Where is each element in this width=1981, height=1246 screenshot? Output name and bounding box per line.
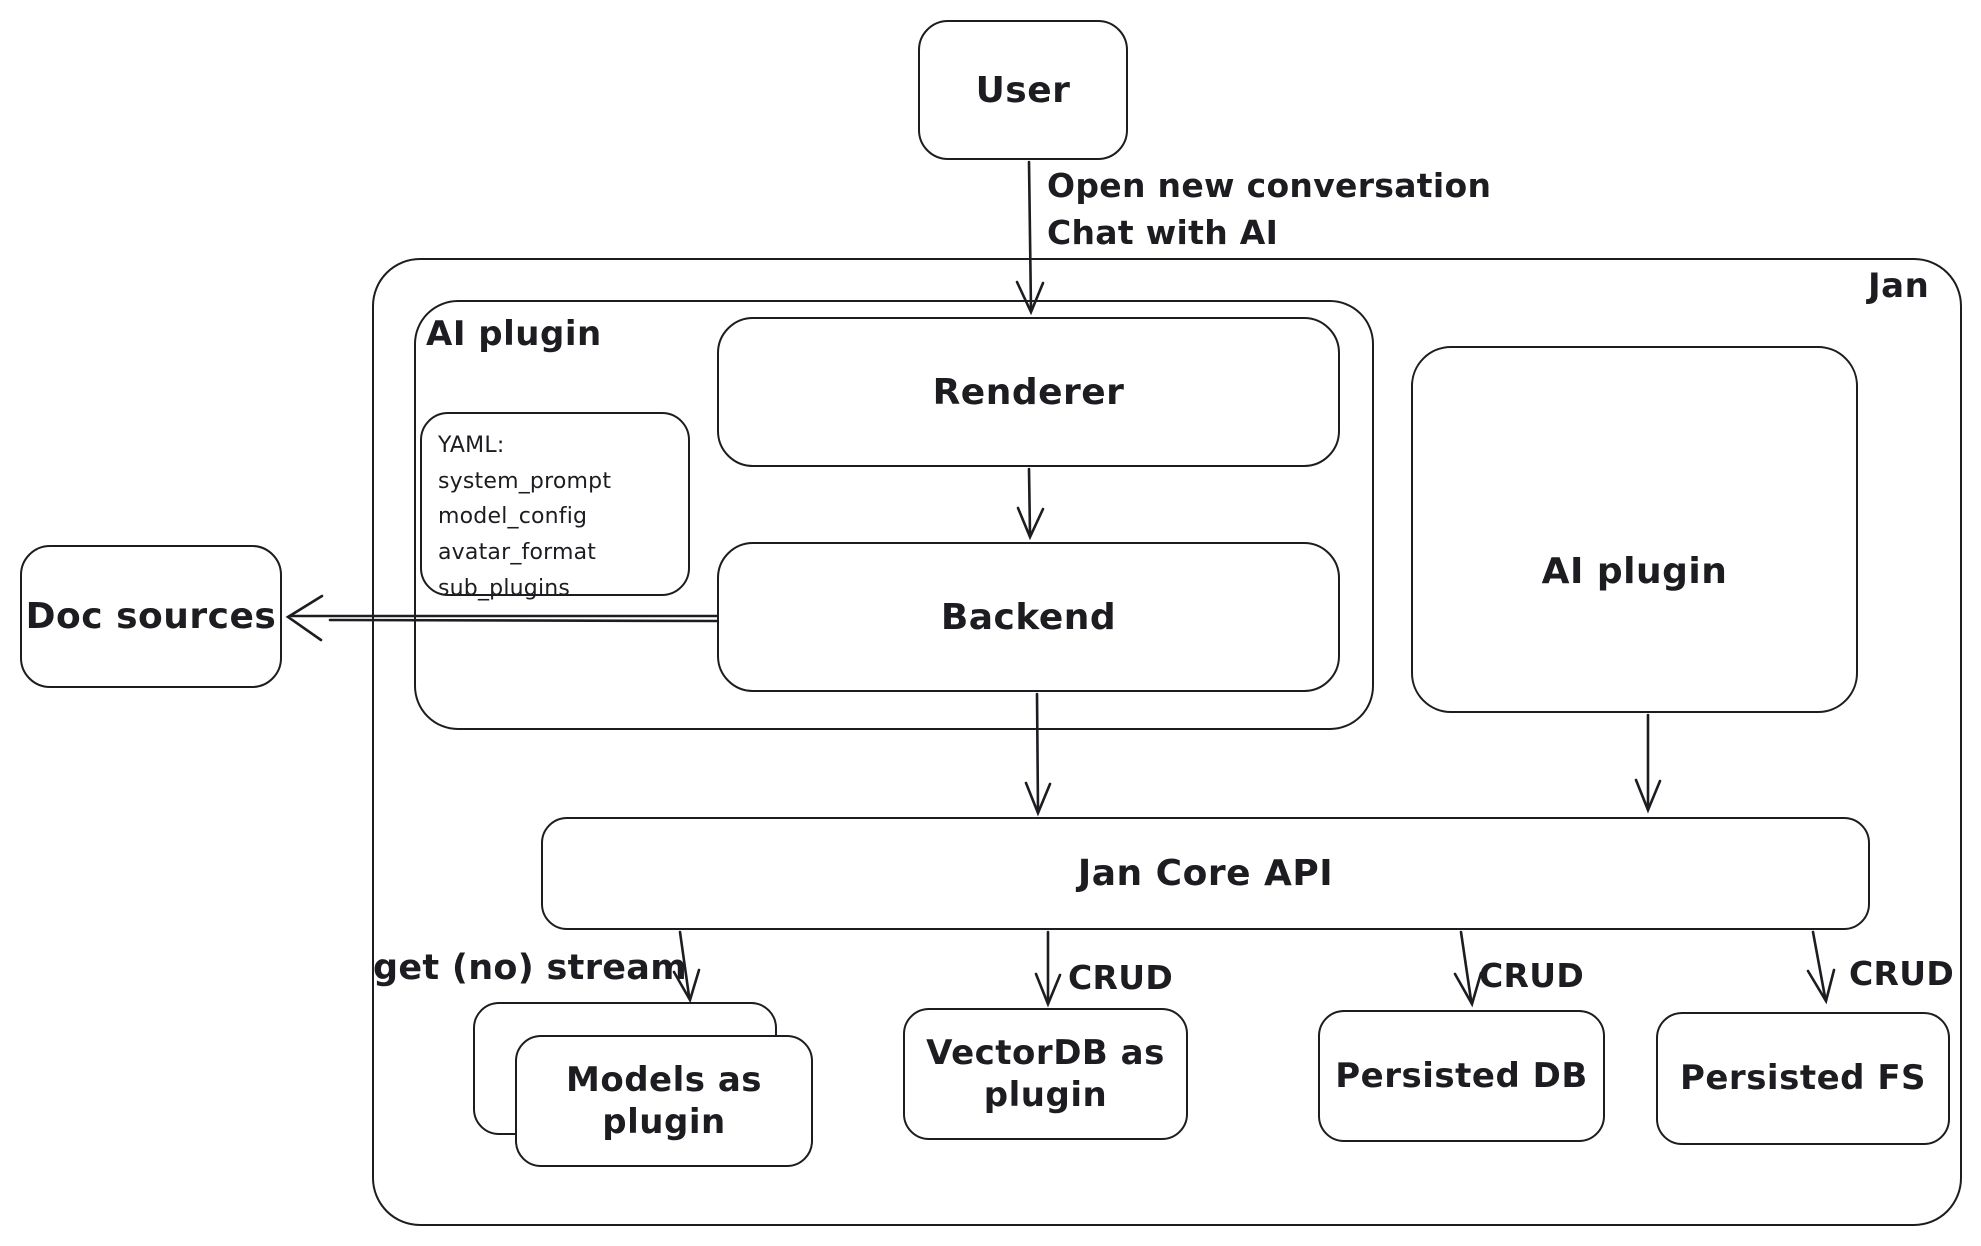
- yaml-note-text: YAML: system_prompt model_config avatar_…: [438, 428, 611, 606]
- jan-core-api-box: Jan Core API: [541, 817, 1870, 930]
- renderer-box: Renderer: [717, 317, 1340, 467]
- user-box: User: [918, 20, 1128, 160]
- yaml-line: sub_plugins: [438, 575, 571, 601]
- edge-label-open-conversation: Open new conversation Chat with AI: [1047, 166, 1491, 252]
- doc-sources-label: Doc sources: [25, 596, 277, 637]
- yaml-line: model_config: [438, 504, 588, 530]
- yaml-line: YAML:: [438, 433, 505, 458]
- user-label: User: [975, 69, 1071, 111]
- yaml-line: system_prompt: [438, 468, 612, 494]
- yaml-note-box: YAML: system_prompt model_config avatar_…: [420, 412, 690, 601]
- edge-label-open-conversation-line1: Open new conversation: [1047, 166, 1492, 205]
- backend-label: Backend: [940, 596, 1117, 638]
- yaml-line: avatar_format: [438, 539, 597, 565]
- models-plugin-box: Models as plugin: [515, 1035, 813, 1167]
- backend-box: Backend: [717, 542, 1340, 692]
- edge-label-crud-persisted-fs: CRUD: [1849, 954, 1955, 993]
- ai-plugin-container: [414, 300, 1374, 730]
- vectordb-plugin-box: VectorDB as plugin: [903, 1008, 1188, 1140]
- ai-plugin-right-box: AI plugin: [1411, 346, 1858, 713]
- vectordb-plugin-label: VectorDB as plugin: [926, 1032, 1165, 1116]
- edge-label-open-conversation-line2: Chat with AI: [1047, 213, 1279, 252]
- models-plugin-label: Models as plugin: [566, 1059, 762, 1143]
- edge-label-crud-persisted-db: CRUD: [1479, 956, 1585, 995]
- edge-label-crud-vectordb: CRUD: [1068, 958, 1174, 997]
- ai-plugin-right-label: AI plugin: [1541, 551, 1728, 592]
- doc-sources-box: Doc sources: [20, 545, 282, 688]
- persisted-db-box: Persisted DB: [1318, 1010, 1605, 1142]
- persisted-db-label: Persisted DB: [1335, 1055, 1588, 1096]
- edge-label-get-no-stream: get (no) stream: [373, 948, 687, 988]
- renderer-label: Renderer: [932, 371, 1125, 413]
- jan-core-api-label: Jan Core API: [1077, 853, 1334, 894]
- persisted-fs-box: Persisted FS: [1656, 1012, 1950, 1145]
- jan-container: [372, 258, 1962, 1226]
- persisted-fs-label: Persisted FS: [1679, 1058, 1927, 1099]
